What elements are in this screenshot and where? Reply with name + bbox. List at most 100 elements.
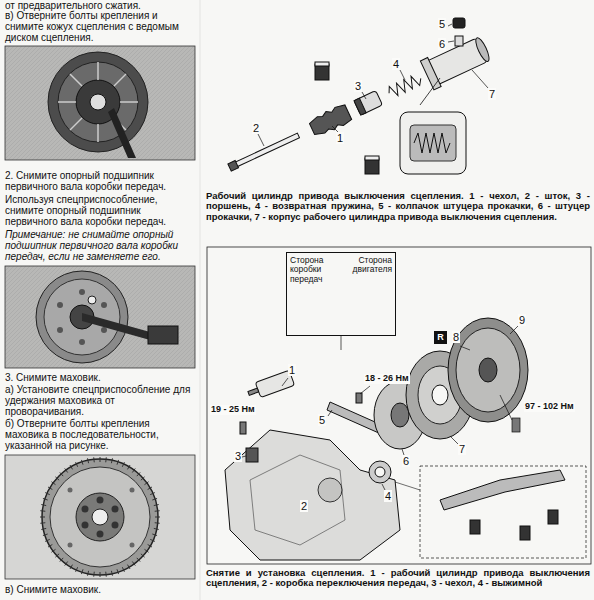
gear-tooth [41,528,46,529]
flywheel [448,318,528,422]
gear-tooth [88,571,89,576]
gear-tooth [76,567,78,572]
torque-value: 18 - 26 Нм [364,374,410,384]
push-rod [234,133,300,167]
gear-tooth [141,554,145,557]
gear-tooth [132,561,135,565]
mark-letter: R [437,333,444,343]
gear-tooth [148,545,152,548]
body-text: а) Установите спецприспособление для уде… [5,384,195,417]
gear-tooth [105,572,107,577]
gear-tooth [100,457,101,462]
gear-tooth [155,510,160,512]
column-rule [200,0,201,600]
body-text: Используя спецприспособление, снимите оп… [5,194,195,227]
gear-tooth [132,468,135,472]
gear-tooth [48,487,52,490]
callout-number: 2 [252,122,260,134]
gear-tooth [55,477,59,480]
return-spring [387,73,424,99]
callout-number: 1 [288,364,296,376]
gear-tooth [155,517,160,518]
gear-tooth [55,554,59,557]
gear-tooth [81,569,83,574]
gear-tooth [48,545,52,548]
gear-tooth [122,462,124,467]
transmission-case [225,430,400,560]
leader-lines [258,24,488,146]
body-text: б) Отверните болты крепления маховика в … [5,418,195,451]
gear-tooth [93,572,95,577]
gear-tooth [154,505,159,506]
gear-tooth [137,472,140,476]
gear-tooth [40,522,45,524]
gear-tooth [43,534,48,536]
body-text: 3. Снимите маховик. [5,372,195,383]
callout-number: 4 [392,58,400,70]
gear-tooth [117,569,119,574]
release-bearing [369,461,391,483]
callout-number: 8 [452,331,460,343]
gear-tooth [81,460,83,465]
gear-tooth [154,528,159,529]
side-label: Сторона двигателя [343,256,392,275]
zoom-inset [395,466,586,558]
callout-number: 7 [458,443,466,455]
gear-tooth [111,458,112,463]
gear-tooth [51,549,55,552]
leader-lines [242,326,518,492]
gear-tooth [45,493,50,495]
bearing-photo [5,266,195,368]
callout-number: 3 [354,80,362,92]
body-text: от предварительного сжатия. [5,0,195,11]
gear-tooth [111,571,112,576]
gear-tooth [41,505,46,506]
grease-jar [315,62,379,174]
gear-tooth [65,468,68,472]
gear-tooth [43,498,48,500]
callout-number: 6 [438,38,446,50]
gear-tooth [40,510,45,512]
figure-frame [207,247,591,564]
gear-tooth [51,482,55,485]
callout-number: 1 [336,132,344,144]
callout-number: 5 [318,414,326,426]
gear-tooth [144,549,148,552]
body-text: в) Снимите маховик. [5,584,195,595]
magnified-detail [400,78,466,174]
flywheel-photo [5,455,195,579]
piston [354,91,383,116]
side-inset-box: Сторона коробки передачСторона двигателя [286,252,396,336]
note-text: Примечание: не снимайте опорный подшипни… [5,229,195,262]
gear-tooth [117,460,119,465]
gear-tooth [70,465,73,469]
body-text: 2. Снимите опорный подшипник первичного … [5,170,195,192]
callout-number: 3 [234,450,242,462]
gear-tooth [150,539,155,541]
gear-tooth [150,493,155,495]
gear-tooth [144,482,148,485]
gear-tooth [152,498,157,500]
boot [246,448,258,462]
gear-tooth [122,567,124,572]
gear-tooth [155,522,160,524]
callout-number: 4 [384,490,392,502]
gear-tooth [141,477,145,480]
side-label: Сторона коробки передач [290,256,339,284]
bolt-lines [460,346,520,432]
slave-cylinder [240,370,295,434]
slave-cylinder-exploded [223,18,493,182]
gear-tooth [137,558,140,562]
callout-number: 9 [518,314,526,326]
gear-tooth [65,561,68,565]
gear-tooth [76,462,78,467]
figure-caption: Снятие и установка сцепления. 1 - рабочи… [206,568,590,589]
boot [308,103,353,138]
gear-tooth [148,487,152,490]
torque-value: 19 - 25 Нм [210,405,256,415]
callout-number: 6 [402,455,410,467]
gear-tooth [128,565,131,569]
callout-number: 2 [300,500,308,512]
